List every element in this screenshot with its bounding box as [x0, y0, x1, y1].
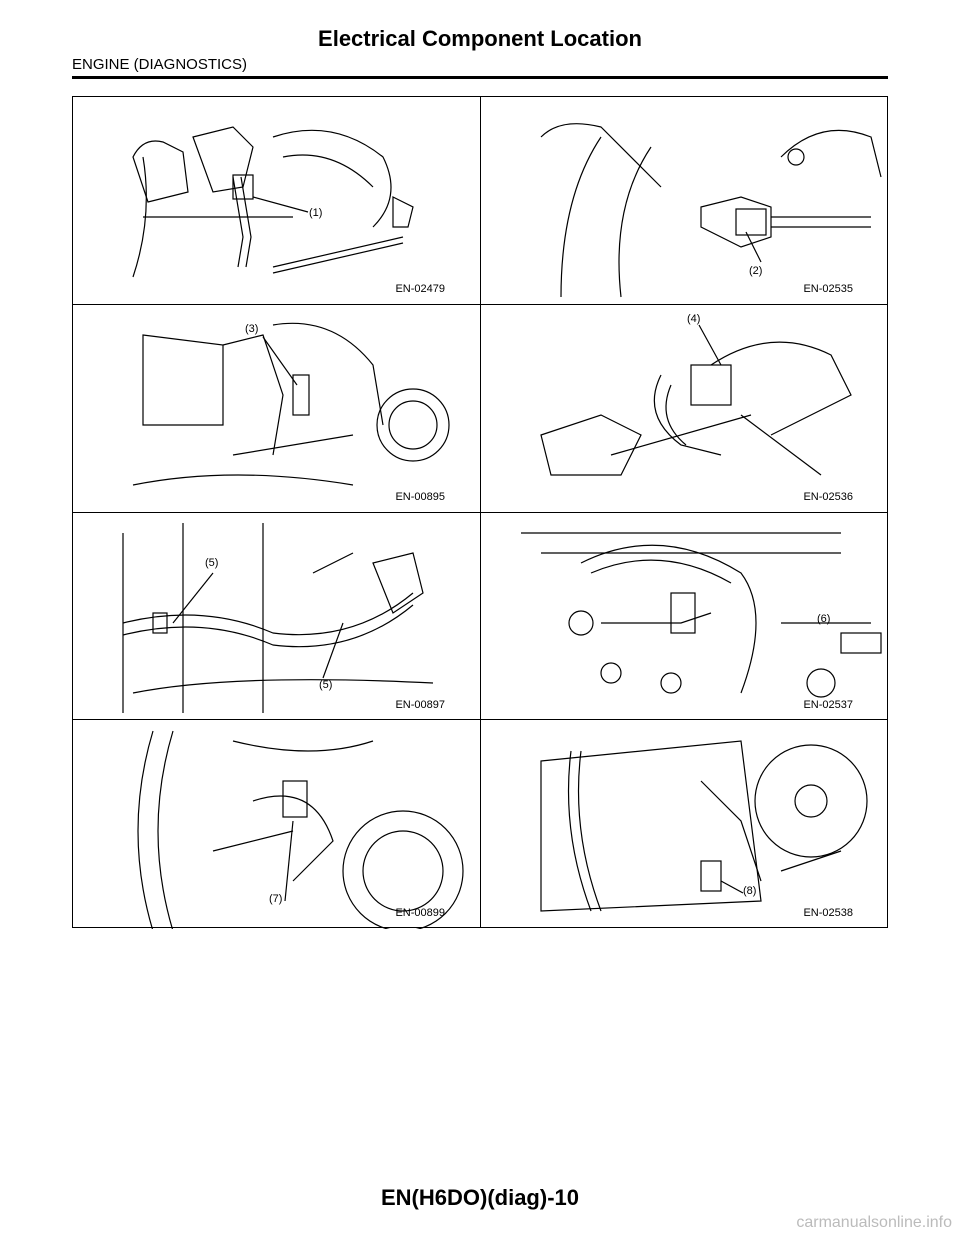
engine-illustration — [132, 322, 450, 486]
engine-illustration — [540, 740, 868, 912]
engine-illustration — [122, 523, 434, 713]
figure-cell-6: (6) EN-02537 — [481, 513, 889, 721]
figure-id: EN-02538 — [803, 907, 853, 919]
callout-label: (8) — [743, 885, 757, 897]
figure-id: EN-00897 — [395, 699, 445, 711]
figure-cell-7: (7) EN-00899 — [73, 721, 481, 929]
engine-illustration — [137, 730, 464, 929]
callout-label: (5) — [205, 557, 219, 569]
callout-label: (6) — [817, 613, 831, 625]
figure-id: EN-00899 — [395, 907, 445, 919]
page-title: Electrical Component Location — [318, 26, 642, 51]
callout-label: (2) — [749, 265, 763, 277]
grid-divider-horizontal — [73, 719, 887, 720]
figure-id: EN-02479 — [395, 283, 445, 295]
engine-illustration — [540, 123, 882, 298]
callout-label: (5) — [319, 679, 333, 691]
figure-id: EN-02537 — [803, 699, 853, 711]
figure-cell-5: (5) (5) EN-00897 — [73, 513, 481, 721]
figure-cell-2: (2) EN-02535 — [481, 97, 889, 305]
figure-id: EN-02535 — [803, 283, 853, 295]
header-rule — [72, 76, 888, 79]
engine-illustration — [540, 324, 852, 476]
figure-id: EN-00895 — [395, 491, 445, 503]
grid-divider-horizontal — [73, 512, 887, 513]
page-number: EN(H6DO)(diag)-10 — [380, 1185, 579, 1210]
callout-label: (3) — [245, 323, 259, 335]
callout-label: (7) — [269, 893, 283, 905]
callout-label: (1) — [309, 207, 323, 219]
figure-grid: (1) EN-02479 (2) EN-02535 — [72, 96, 889, 929]
figure-cell-1: (1) EN-02479 — [73, 97, 481, 305]
grid-divider-horizontal — [73, 304, 887, 305]
section-title: ENGINE (DIAGNOSTICS) — [72, 56, 248, 73]
figure-id: EN-02536 — [803, 491, 853, 503]
figure-cell-8: (8) EN-02538 — [481, 721, 889, 929]
callout-label: (4) — [687, 313, 701, 325]
figure-cell-3: (3) EN-00895 — [73, 305, 481, 513]
engine-illustration — [521, 532, 882, 698]
watermark: carmanualsonline.info — [796, 1214, 952, 1231]
engine-illustration — [132, 126, 414, 278]
figure-cell-4: (4) EN-02536 — [481, 305, 889, 513]
